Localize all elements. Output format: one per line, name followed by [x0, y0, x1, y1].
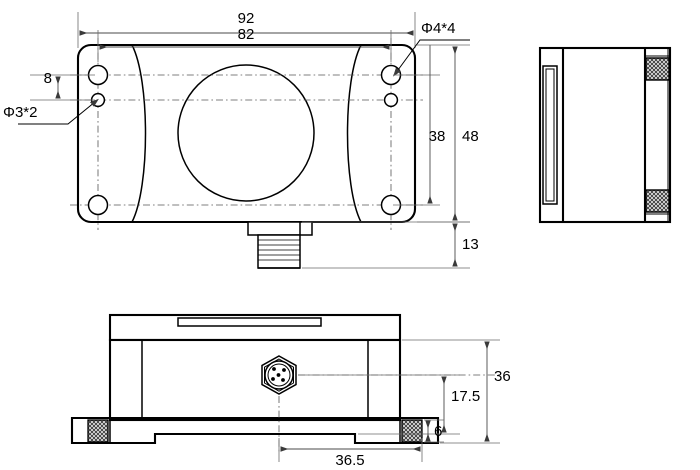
- connector-pin-1: [272, 367, 276, 371]
- connector-hex-inner: [264, 358, 294, 392]
- connector-thread-barrel: [257, 234, 301, 269]
- flange-hatch-left: [87, 419, 109, 443]
- small-hole-right: [383, 92, 399, 108]
- bottom-mounting-flange: [70, 416, 440, 445]
- dim-label-82: 82: [238, 26, 255, 43]
- front-view: 92 82 8 Φ3*2 Φ4*4 38: [3, 10, 479, 269]
- dim-label-365: 36.5: [335, 452, 364, 469]
- connector-pin-2: [282, 368, 286, 372]
- bottom-housing-body: [108, 338, 402, 422]
- dim-label-8: 8: [44, 70, 52, 87]
- dim-label-92: 92: [238, 10, 255, 27]
- bottom-top-cap-slot: [177, 317, 322, 327]
- dim-label-6: 6: [434, 423, 442, 440]
- leader-phi4: [393, 39, 470, 77]
- leader-phi3: [18, 98, 99, 125]
- connector-pin-4: [281, 378, 285, 382]
- connector-pin-5: [276, 373, 281, 377]
- bottom-view: 36 17.5 6 36.5: [70, 313, 511, 469]
- side-section-hatch-bottom: [645, 189, 670, 213]
- side-view: [538, 46, 672, 224]
- front-lens-circle: [177, 64, 315, 202]
- dim-label-13: 13: [462, 236, 479, 253]
- dim-label-36: 36: [494, 368, 511, 385]
- mounting-hole-bottom-left: [87, 194, 109, 216]
- side-section-hatch-top: [645, 57, 670, 81]
- flange-hatch-right: [401, 419, 423, 443]
- side-left-recess-inner: [545, 68, 555, 202]
- dim-label-48: 48: [462, 128, 479, 145]
- front-connector-stub: [247, 221, 313, 269]
- dim-label-38: 38: [429, 128, 446, 145]
- dim-label-phi4: Φ4*4: [421, 20, 456, 37]
- dim-label-phi3: Φ3*2: [3, 104, 38, 121]
- connector-pin-3: [271, 377, 275, 381]
- connector-collar: [247, 221, 313, 236]
- bottom-connector: [261, 355, 297, 395]
- dim-label-175: 17.5: [451, 388, 480, 405]
